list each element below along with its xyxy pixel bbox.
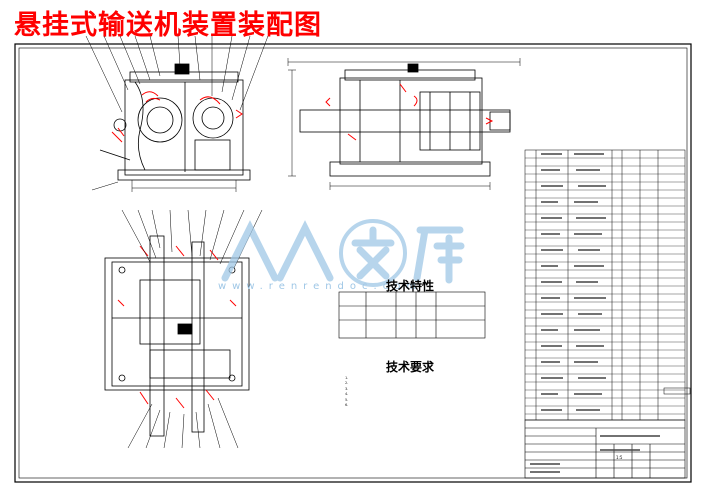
parts-list-rows: [525, 157, 685, 415]
section-view-red: [117, 245, 237, 409]
tech-requirement-line: 4.: [345, 392, 349, 397]
tech-requirements-heading: 技术要求: [386, 360, 435, 374]
tech-requirement-line: 3.: [345, 386, 349, 391]
title-block: [524, 419, 686, 479]
dimensions-front: [287, 58, 521, 190]
title-block-text: [530, 435, 660, 473]
leaders-top-left: [85, 35, 269, 191]
side-view: [99, 63, 251, 181]
watermark-text: www.renrendoc.com: [218, 281, 423, 292]
side-view-red: [111, 91, 243, 143]
watermark-logo: [221, 219, 465, 287]
front-view: [299, 63, 511, 177]
tech-characteristics-heading: 技术特性: [386, 279, 435, 293]
tech-requirement-line: 5.: [345, 397, 349, 402]
tech-requirement-line: 6.: [345, 403, 349, 408]
title-block-scale: 1:5: [616, 455, 623, 460]
sheet-border: [14, 43, 692, 483]
parts-list-text: [541, 153, 606, 411]
tech-characteristics-table: [338, 291, 486, 339]
tech-requirements-list: 1. 2. 3. 4. 5. 6.: [345, 376, 520, 408]
tech-requirement-line: 2.: [345, 381, 349, 386]
front-view-red: [325, 83, 494, 141]
parts-list: [524, 149, 686, 421]
tech-requirement-line: 1.: [345, 376, 349, 380]
page-title: 悬挂式输送机装置装配图: [14, 10, 322, 41]
